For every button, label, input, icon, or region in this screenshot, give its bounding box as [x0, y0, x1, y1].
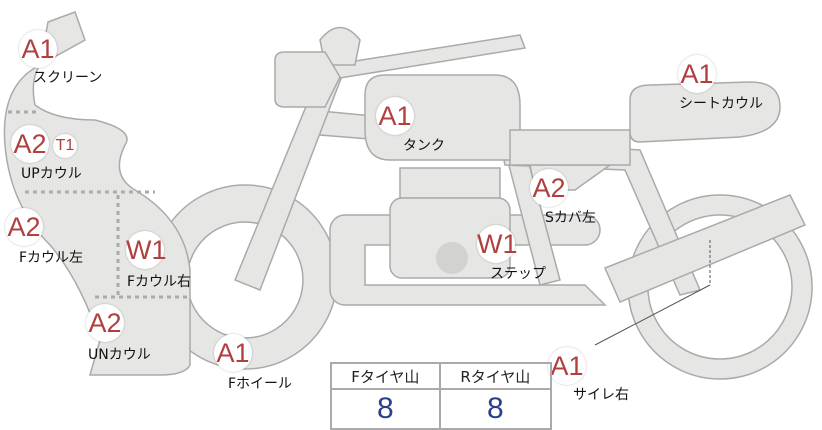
grade-badge-f-wheel: A1: [214, 334, 252, 372]
front-tire-value: 8: [330, 388, 441, 430]
part-label-f-cowl-right: Fカウル右: [127, 274, 192, 290]
grade-badge-un-cowl: A2: [86, 304, 124, 342]
grade-badge-silencer-right: A1: [548, 347, 586, 385]
part-label-up-cowl: UPカウル: [21, 166, 82, 182]
grade-badge-step: W1: [477, 225, 518, 263]
rear-tire-value: 8: [438, 388, 553, 430]
part-label-s-cover-left: Sカバ左: [545, 210, 596, 226]
grade-badge-s-cover-left: A2: [530, 169, 568, 207]
rear-tire-header: Rタイヤ山: [438, 362, 553, 390]
part-label-f-wheel: Fホイール: [228, 376, 293, 392]
grade-badge-seat-cowl: A1: [678, 55, 716, 93]
tire-tread-table: Fタイヤ山 Rタイヤ山 8 8: [330, 362, 553, 430]
part-label-seat-cowl: シートカウル: [679, 96, 763, 112]
grade-badge-f-cowl-left: A2: [5, 208, 43, 246]
part-label-tank: タンク: [403, 138, 445, 154]
grade-badge-screen: A1: [19, 30, 57, 68]
part-label-un-cowl: UNカウル: [88, 347, 151, 363]
part-label-screen: スクリーン: [33, 70, 103, 86]
grade-badge-f-cowl-right: W1: [126, 231, 167, 269]
part-label-f-cowl-left: Fカウル左: [19, 250, 84, 266]
grade-badge-tank: A1: [376, 97, 414, 135]
part-label-silencer-right: サイレ右: [573, 387, 629, 403]
grade-badge-up-cowl: A2: [11, 125, 49, 163]
part-label-step: ステップ: [490, 266, 546, 282]
front-tire-header: Fタイヤ山: [330, 362, 441, 390]
extra-badge-up-cowl: T1: [53, 134, 77, 158]
